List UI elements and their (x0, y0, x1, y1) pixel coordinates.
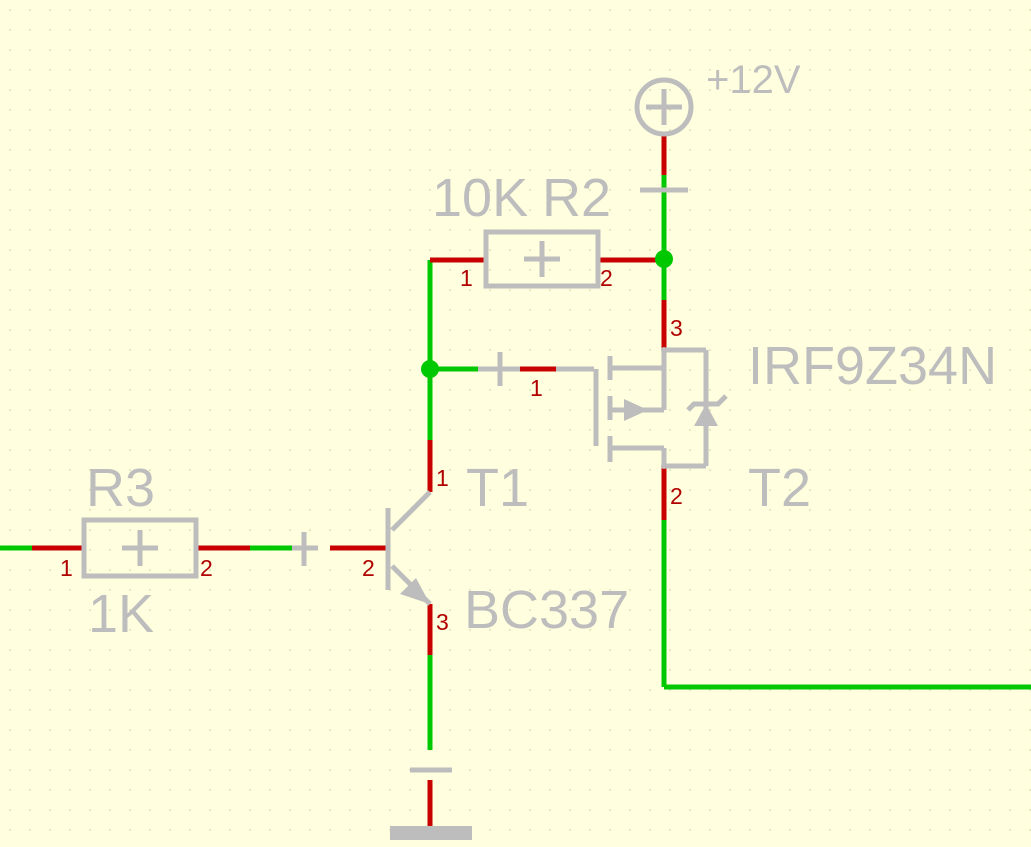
r3-pin-2-number: 2 (200, 555, 213, 581)
t2-ref: T2 (748, 458, 811, 518)
ground-symbol[interactable] (390, 826, 472, 840)
t2-pin-3-number: 3 (670, 315, 683, 341)
power-label: +12V (706, 58, 801, 102)
pin-segments (32, 135, 667, 826)
t2-pin-1-number: 1 (530, 375, 543, 401)
power-symbol[interactable]: +12V (634, 58, 801, 137)
resistor-icon (81, 517, 199, 579)
r2-pin-2-number: 2 (600, 265, 613, 291)
t1-value: BC337 (464, 580, 629, 640)
t1-ref: T1 (466, 458, 529, 518)
resistor-r2[interactable]: 10K R2 1 2 (432, 168, 613, 291)
t1-pin-3-number: 3 (436, 609, 449, 635)
t2-pin-2-number: 2 (670, 483, 683, 509)
resistor-icon (483, 229, 601, 289)
ground-bar-icon (390, 826, 472, 840)
r3-ref: R3 (86, 458, 155, 518)
transistor-t1[interactable]: T1 BC337 1 2 3 (362, 458, 629, 640)
power-plus-icon (634, 77, 694, 137)
junction-dot-gate (421, 360, 439, 378)
t2-value: IRF9Z34N (748, 336, 997, 396)
r3-pin-1-number: 1 (60, 555, 73, 581)
t1-pin-2-number: 2 (362, 555, 375, 581)
mosfet-t2[interactable]: IRF9Z34N T2 1 3 2 (530, 315, 997, 518)
stub-markers (301, 187, 688, 773)
npn-transistor-icon (385, 490, 432, 606)
r2-value: 10K (432, 168, 528, 228)
junction-dot-source (655, 250, 673, 268)
resistor-r3[interactable]: R3 1K 1 2 (60, 458, 213, 644)
p-mosfet-icon (556, 347, 728, 469)
r2-ref: R2 (542, 168, 611, 228)
r3-value: 1K (88, 584, 154, 644)
r2-pin-1-number: 1 (460, 265, 473, 291)
t1-pin-1-number: 1 (436, 465, 449, 491)
